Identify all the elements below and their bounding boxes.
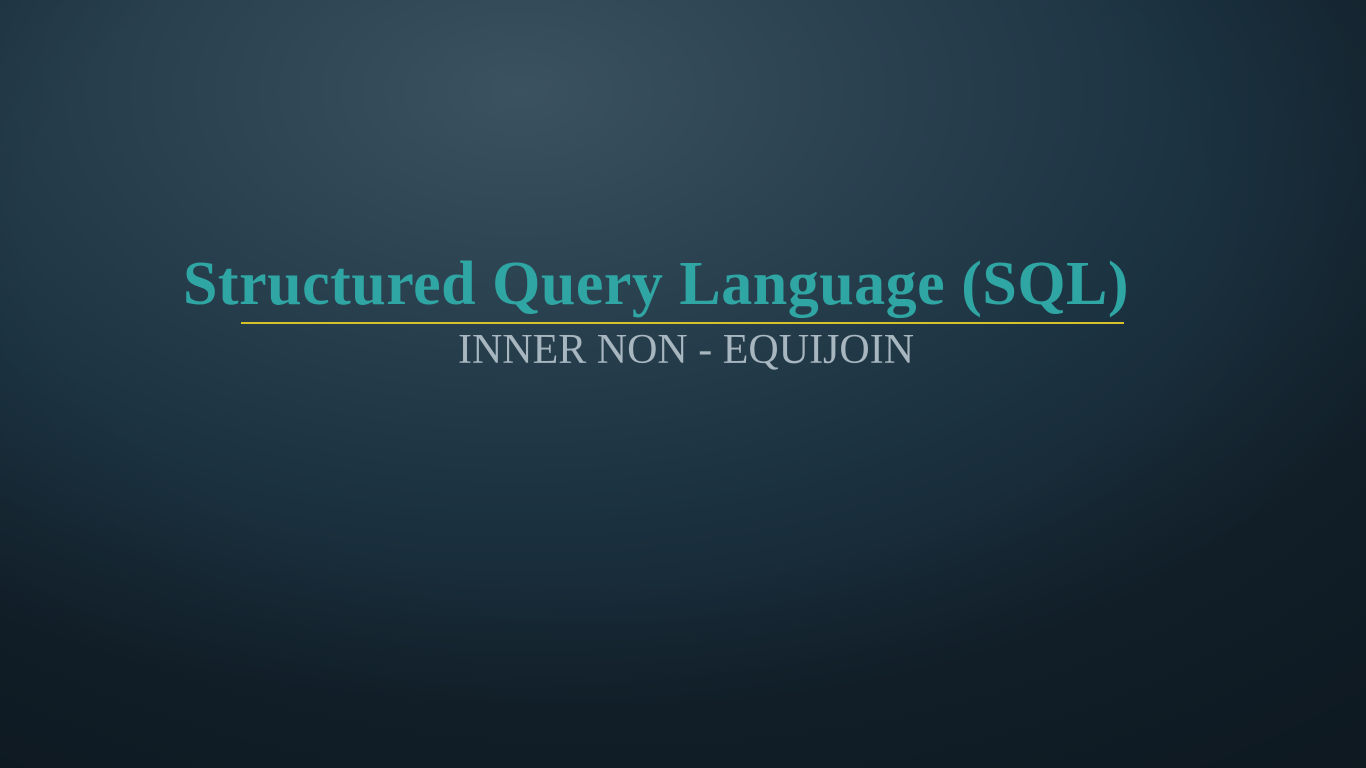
title-underline-divider — [241, 322, 1124, 324]
slide-title: Structured Query Language (SQL) — [182, 250, 1130, 318]
slide-subtitle: INNER NON - EQUIJOIN — [457, 327, 915, 373]
